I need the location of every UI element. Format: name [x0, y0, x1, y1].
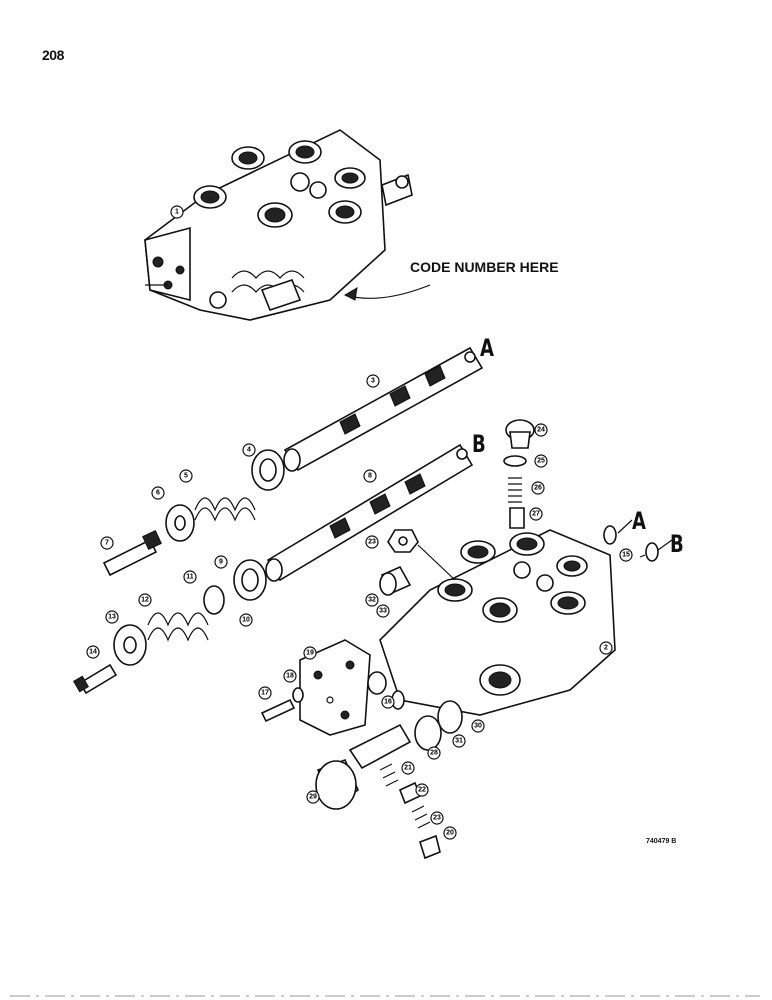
- callout-10: 10: [239, 613, 253, 627]
- svg-text:14: 14: [89, 649, 97, 656]
- spool-b-end-parts: [72, 559, 267, 695]
- nut-and-plug: [379, 529, 456, 596]
- svg-text:13: 13: [108, 614, 116, 621]
- assembled-valve-body: [144, 129, 431, 321]
- svg-text:27: 27: [532, 511, 540, 518]
- svg-text:22: 22: [418, 787, 426, 794]
- svg-text:5: 5: [184, 473, 188, 480]
- relief-valve-parts: [315, 723, 441, 860]
- callout-26: 26: [531, 481, 545, 495]
- callout-13: 13: [105, 610, 119, 624]
- svg-text:19: 19: [306, 650, 314, 657]
- svg-text:10: 10: [242, 617, 250, 624]
- svg-text:23: 23: [368, 539, 376, 546]
- callout-7: 7: [100, 536, 114, 550]
- svg-text:18: 18: [286, 673, 294, 680]
- callout-6: 6: [151, 486, 165, 500]
- callout-4: 4: [242, 443, 256, 457]
- callout-24: 24: [534, 423, 548, 437]
- callout-14: 14: [86, 645, 100, 659]
- svg-text:8: 8: [368, 473, 372, 480]
- callout-17: 17: [258, 686, 272, 700]
- svg-text:26: 26: [534, 485, 542, 492]
- callout-20: 20: [443, 826, 457, 840]
- callout-9: 9: [214, 555, 228, 569]
- callout-27: 27: [529, 507, 543, 521]
- svg-text:4: 4: [247, 447, 251, 454]
- spool-a-letter: A: [480, 334, 494, 362]
- callout-5: 5: [179, 469, 193, 483]
- callout-30: 30: [471, 719, 485, 733]
- callout-group: 1 2 3 4 5 6 7 8 9 10 11 12 13 14 15 16 1…: [86, 205, 633, 840]
- callout-22: 22: [415, 783, 429, 797]
- callout-12: 12: [138, 593, 152, 607]
- callout-25: 25: [534, 454, 548, 468]
- callout-28: 28: [427, 746, 441, 760]
- svg-text:28: 28: [430, 750, 438, 757]
- svg-text:29: 29: [309, 794, 317, 801]
- svg-text:17: 17: [261, 690, 269, 697]
- port-b-letter: B: [670, 530, 684, 558]
- svg-text:6: 6: [156, 490, 160, 497]
- spool-a-end-parts: [102, 449, 285, 577]
- svg-text:31: 31: [455, 738, 463, 745]
- svg-text:21: 21: [404, 765, 412, 772]
- figure-id: 740479 B: [646, 838, 677, 845]
- svg-text:33: 33: [379, 608, 387, 615]
- callout-8: 8: [363, 469, 377, 483]
- callout-15: 15: [619, 548, 633, 562]
- callout-2: 2: [599, 641, 613, 655]
- callout-23: 23: [430, 811, 444, 825]
- callout-23-nut: 23: [365, 535, 379, 549]
- svg-text:15: 15: [622, 552, 630, 559]
- code-number-label: CODE NUMBER HERE: [410, 259, 559, 275]
- svg-text:12: 12: [141, 597, 149, 604]
- callout-11: 11: [183, 570, 197, 584]
- relief-plug-parts: [503, 419, 673, 562]
- svg-text:9: 9: [219, 559, 223, 566]
- svg-text:23: 23: [433, 815, 441, 822]
- svg-text:11: 11: [186, 574, 194, 581]
- svg-text:24: 24: [537, 427, 545, 434]
- svg-text:3: 3: [371, 378, 375, 385]
- callout-21: 21: [401, 761, 415, 775]
- spool-b-letter: B: [472, 430, 486, 458]
- svg-text:25: 25: [537, 458, 545, 465]
- spool-a: [283, 346, 484, 472]
- callout-33: 33: [376, 604, 390, 618]
- callout-32: 32: [365, 593, 379, 607]
- svg-text:1: 1: [175, 209, 179, 216]
- svg-text:32: 32: [368, 597, 376, 604]
- svg-text:16: 16: [384, 699, 392, 706]
- end-cap-parts: [260, 639, 463, 751]
- svg-text:7: 7: [105, 540, 109, 547]
- page-number: 208: [42, 47, 64, 63]
- callout-31: 31: [452, 734, 466, 748]
- svg-text:30: 30: [474, 723, 482, 730]
- port-a-letter: A: [632, 507, 646, 535]
- callout-1: 1: [170, 205, 184, 219]
- exploded-valve-body: [379, 529, 616, 716]
- callout-19: 19: [303, 646, 317, 660]
- svg-text:20: 20: [446, 830, 454, 837]
- svg-text:2: 2: [604, 645, 608, 652]
- callout-16: 16: [381, 695, 395, 709]
- callout-3: 3: [366, 374, 380, 388]
- spool-b: [265, 443, 474, 582]
- callout-29: 29: [306, 790, 320, 804]
- callout-18: 18: [283, 669, 297, 683]
